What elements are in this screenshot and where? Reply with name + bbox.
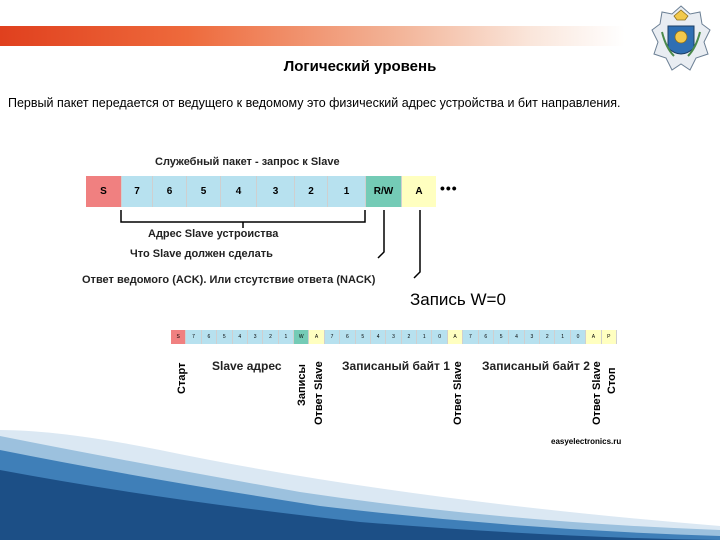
write-packet-cell: A [586,330,602,344]
address-slave-label: Адрес Slave устроиства [148,228,279,240]
packet-cell-bit7: 7 [122,176,153,207]
write-packet-cell: A [447,330,464,344]
write-packet-cell: 5 [217,330,233,344]
packet-continuation: ••• [440,180,458,196]
byte2-response-label: Ответ Slave [591,361,603,425]
write-packet-title: Запись W=0 [410,290,506,309]
slave-response-label: Ответ Slave [313,361,325,425]
packet-cell-ack: A [402,176,436,207]
website-label: easyelectronics.ru [551,437,622,446]
write-packet-cell: 2 [401,330,418,344]
write-packet-cell: 5 [355,330,371,344]
write-packet-cell: P [601,330,617,344]
write-packet-cell: S [171,330,187,344]
stop-label: Стоп [606,367,618,394]
write-packet-cell: 0 [570,330,587,344]
write-packet-cell: 3 [524,330,541,344]
write-packet-cell: 6 [201,330,218,344]
write-packet-cell: 2 [540,330,556,344]
write-packet-cell: 1 [417,330,433,344]
header-accent-bar [0,26,625,46]
packet-cell-bit5: 5 [187,176,221,207]
packet-cell-rw: R/W [366,176,402,207]
write-packet-cell: 4 [232,330,248,344]
service-packet-row: S 7 6 5 4 3 2 1 R/W A [86,176,436,207]
packet-cell-bit4: 4 [221,176,257,207]
slave-address-label: Slave адрес [212,359,282,373]
write-bit-label: Записы [296,364,308,406]
write-packet-cell: 3 [386,330,402,344]
service-packet-title: Служебный пакет - запрос к Slave [155,156,340,168]
write-packet-cell: 4 [370,330,387,344]
packet-cell-bit2: 2 [295,176,328,207]
write-packet-cell: W [294,330,310,344]
written-byte2-label: Записаный байт 2 [482,359,590,373]
write-packet-cell: 7 [463,330,479,344]
write-packet-cell: 0 [432,330,448,344]
packet-cell-bit1: 1 [328,176,366,207]
write-packet-cell: 6 [340,330,356,344]
write-packet-cell: 7 [186,330,202,344]
ack-nack-label: Ответ ведомого (ACK). Или стсутствие отв… [82,274,376,286]
write-packet-cell: 7 [324,330,341,344]
byte1-response-label: Ответ Slave [452,361,464,425]
write-packet-cell: 6 [478,330,494,344]
write-packet-cell: 1 [555,330,571,344]
write-packet-cell: 4 [509,330,525,344]
write-packet-cell: 2 [263,330,279,344]
write-packet-cell: 3 [247,330,264,344]
coat-of-arms-icon [651,5,711,71]
packet-cell-start: S [86,176,122,207]
written-byte1-label: Записаный байт 1 [342,359,450,373]
slide-title: Логический уровень [283,58,437,75]
write-packet-cell: A [309,330,325,344]
slave-action-label: Что Slave должен сделать [130,248,273,260]
start-label: Старт [176,362,188,394]
packet-cell-bit6: 6 [153,176,187,207]
packet-cell-bit3: 3 [257,176,295,207]
slide-description: Первый пакет передается от ведущего к ве… [8,96,621,110]
footer-wave-decoration [0,430,720,540]
write-packet-cell: 1 [278,330,295,344]
write-packet-cell: 5 [493,330,510,344]
